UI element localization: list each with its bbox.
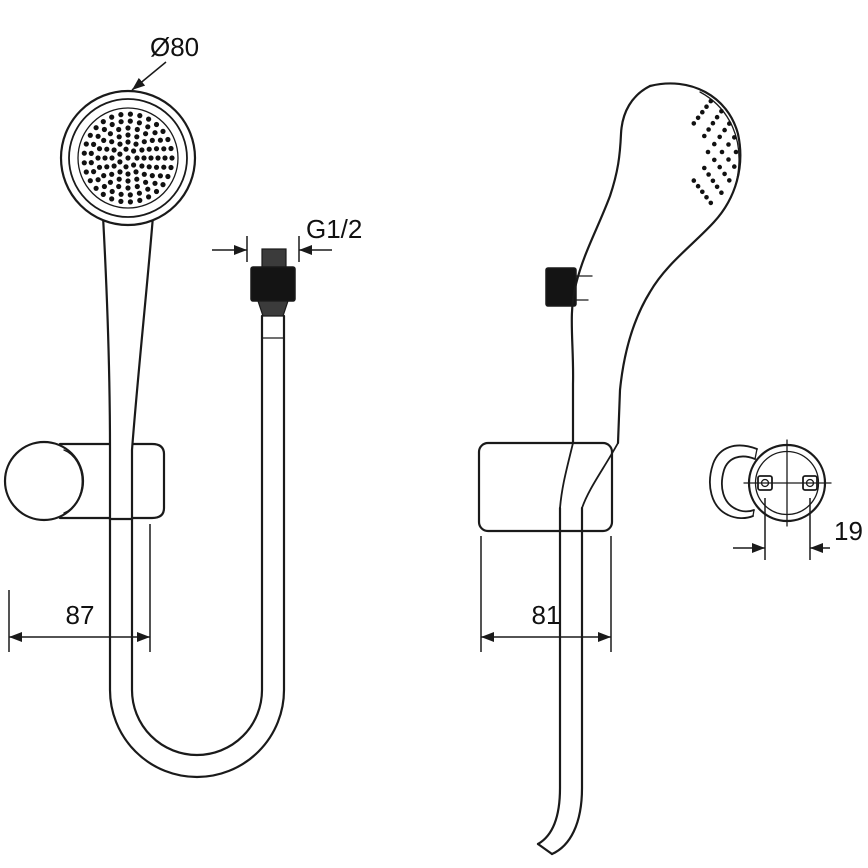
hose-front xyxy=(108,314,286,779)
mounting-clip-profile xyxy=(709,444,758,520)
side-view xyxy=(477,82,742,856)
thread-size-label: G1/2 xyxy=(306,214,362,244)
dimension-clip-pitch: 19 xyxy=(733,498,863,560)
wall-bracket-front xyxy=(3,440,166,522)
spray-nozzles-front xyxy=(81,111,175,205)
spray-nozzles-side xyxy=(691,98,739,206)
hose-connector xyxy=(250,248,296,317)
wall-bracket-side xyxy=(477,441,619,533)
screw-hole-right xyxy=(802,475,818,491)
hose-outlet-side xyxy=(545,267,593,307)
bracket-plate-section xyxy=(743,439,832,527)
head-diameter-label: Ø80 xyxy=(150,32,199,62)
bracket-cross-section xyxy=(709,439,832,527)
front-view xyxy=(3,89,296,779)
side-width-label: 81 xyxy=(532,600,561,630)
dimension-front-width: 87 xyxy=(8,524,151,652)
handle-front xyxy=(101,214,155,521)
dimension-thread-size: G1/2 xyxy=(212,214,362,262)
shower-head-front xyxy=(59,89,197,227)
head-face-rim xyxy=(699,91,740,229)
dimension-side-width: 81 xyxy=(480,536,612,652)
dimension-head-diameter: Ø80 xyxy=(131,32,199,91)
hose-side xyxy=(536,506,584,856)
handle-side xyxy=(570,82,742,445)
front-width-label: 87 xyxy=(66,600,95,630)
bracket-knob xyxy=(3,440,85,522)
screw-hole-left xyxy=(757,475,773,491)
leader-line xyxy=(131,61,167,91)
clip-pitch-label: 19 xyxy=(834,516,863,546)
